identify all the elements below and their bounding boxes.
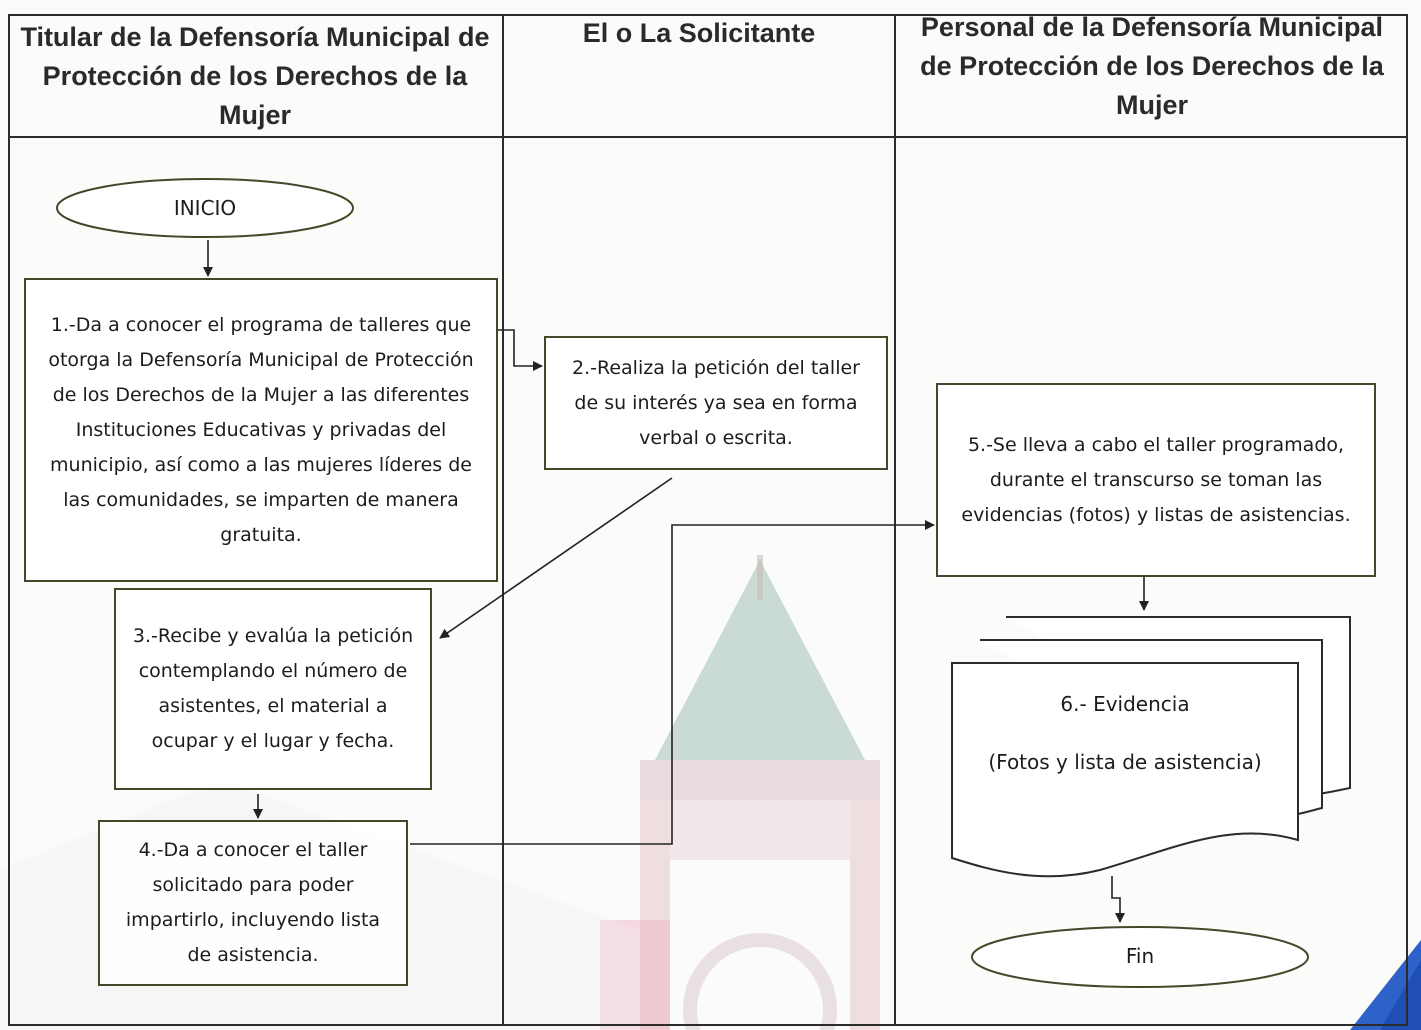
arrow-step4-to-step5 [410, 520, 935, 845]
step1-box: 1.-Da a conocer el programa de talleres … [24, 278, 498, 582]
lane-header-solicitante: El o La Solicitante [582, 18, 816, 48]
step3-box: 3.-Recibe y evalúa la petición contempla… [114, 588, 432, 790]
evidence-document [951, 616, 1351, 878]
arrow-step1-to-step2 [496, 329, 543, 371]
lane-divider-1 [502, 14, 504, 1026]
step4-box: 4.-Da a conocer el taller solicitado par… [98, 820, 408, 986]
end-label: Fin [1125, 944, 1155, 968]
step2-box: 2.-Realiza la petición del taller de su … [544, 336, 888, 470]
end-terminator [971, 926, 1309, 988]
step6-title: 6.- Evidencia [1060, 692, 1190, 716]
start-label: INICIO [173, 196, 237, 220]
arrow-step2-to-step3 [439, 477, 673, 639]
start-terminator [56, 178, 354, 238]
arrow-step6-to-end [1111, 876, 1125, 923]
header-divider [8, 136, 1408, 138]
step5-box: 5.-Se lleva a cabo el taller programado,… [936, 383, 1376, 577]
lane-header-personal: Personal de la Defensoría Municipal de P… [920, 12, 1384, 120]
step6-subtitle: (Fotos y lista de asistencia) [988, 750, 1262, 774]
lane-header-titular: Titular de la Defensoría Municipal de Pr… [20, 22, 490, 130]
lane-divider-2 [894, 14, 896, 1026]
swimlane-table [8, 14, 1408, 1026]
